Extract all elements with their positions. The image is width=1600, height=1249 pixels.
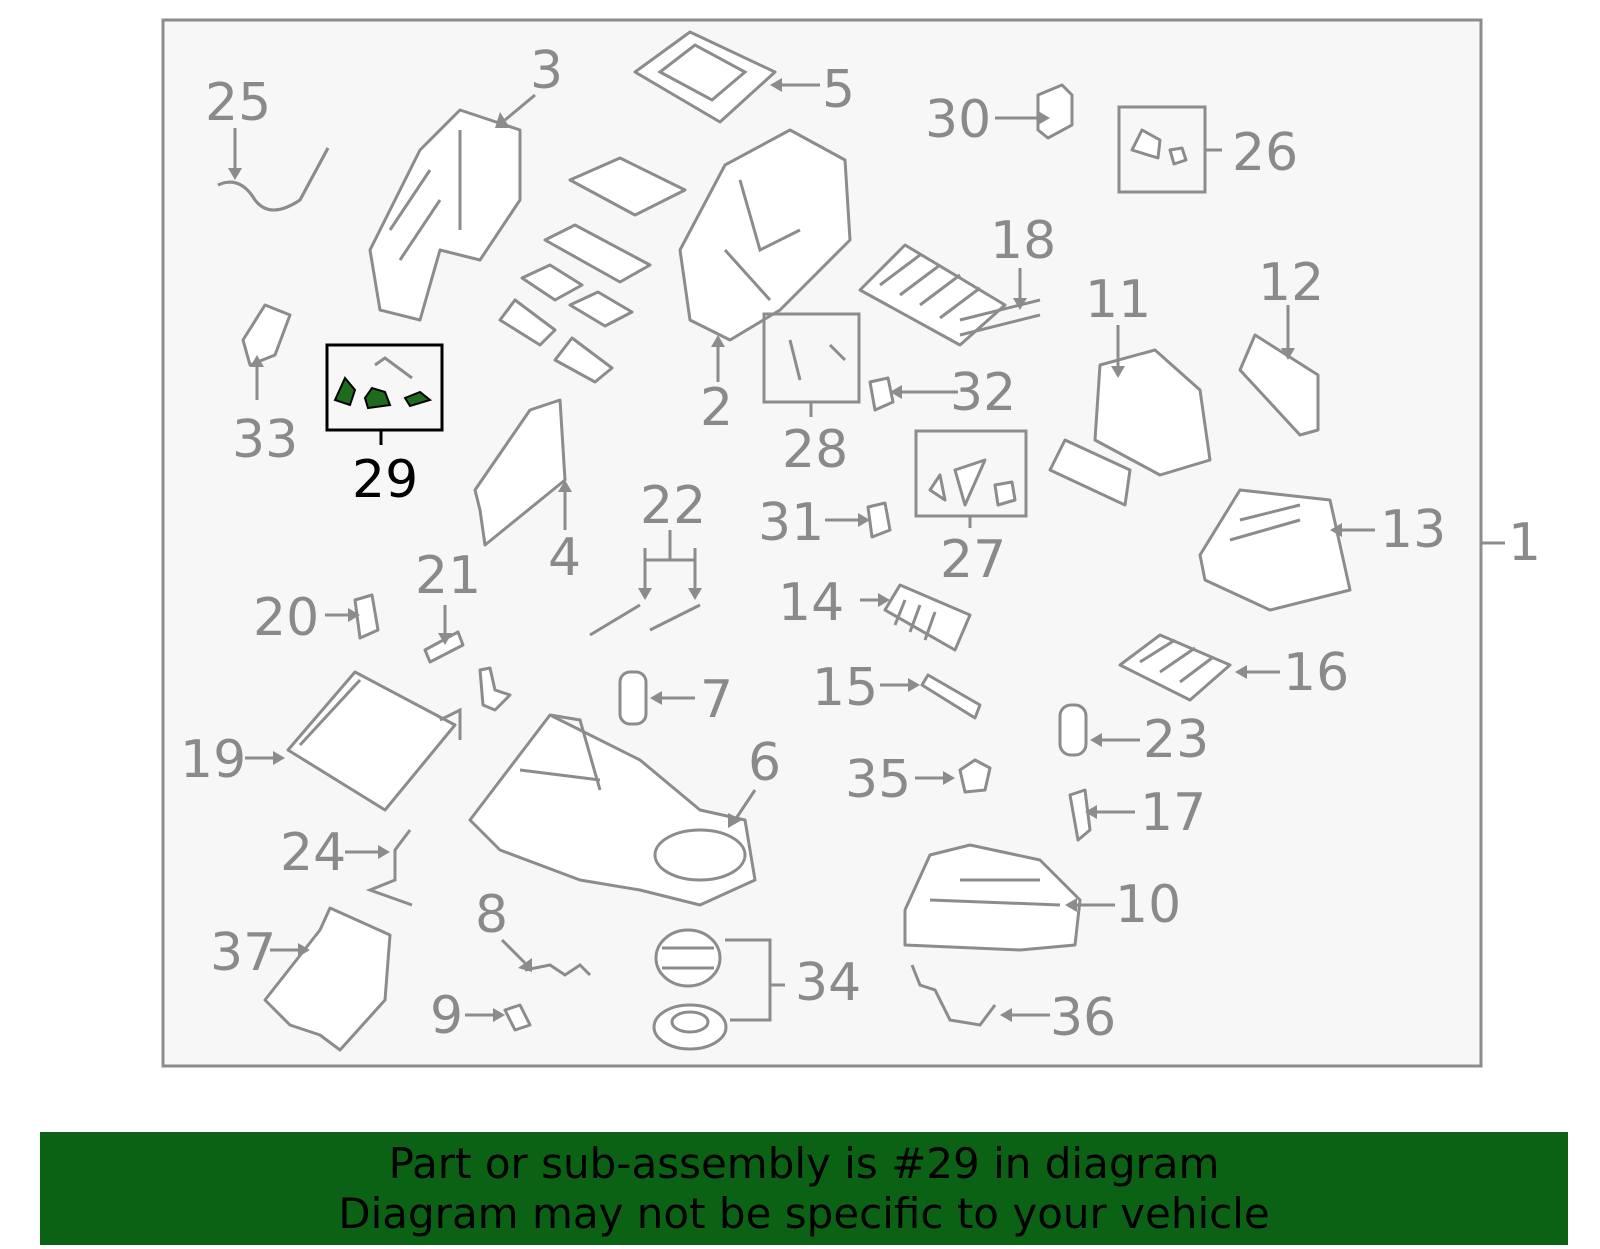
part-35-clip[interactable] xyxy=(958,758,992,794)
part-30-actuator[interactable] xyxy=(1036,83,1074,140)
part-8-link[interactable] xyxy=(524,963,592,977)
part-37-duct[interactable] xyxy=(263,906,392,1052)
part-22-bolt-a[interactable] xyxy=(589,603,641,637)
part-10-case[interactable] xyxy=(903,843,1082,952)
part-36-harness[interactable] xyxy=(910,964,997,1027)
part-29-piece-a[interactable] xyxy=(333,376,357,407)
part-31-actuator[interactable] xyxy=(866,501,892,539)
part-bracket[interactable] xyxy=(478,666,512,712)
part-filter-plate-a[interactable] xyxy=(568,156,687,217)
banner-line-2: Diagram may not be specific to your vehi… xyxy=(338,1188,1270,1238)
part-7-seal[interactable] xyxy=(618,670,648,726)
part-3-duct[interactable] xyxy=(368,108,522,322)
part-wedge-a[interactable] xyxy=(498,298,557,347)
part-23-seal[interactable] xyxy=(1058,703,1088,757)
part-33-vent[interactable] xyxy=(241,303,292,367)
banner-line-1: Part or sub-assembly is #29 in diagram xyxy=(388,1138,1220,1188)
part-9-clip[interactable] xyxy=(503,1003,532,1032)
part-29-box[interactable] xyxy=(325,343,444,432)
part-14-resistor[interactable] xyxy=(883,583,972,652)
part-17-bracket[interactable] xyxy=(1068,788,1092,842)
part-29-piece-c[interactable] xyxy=(403,390,433,408)
part-15-seal-strip[interactable] xyxy=(920,673,982,720)
part-5-filter[interactable] xyxy=(633,30,777,124)
part-12-filter[interactable] xyxy=(1238,333,1320,437)
part-13-blower-case[interactable] xyxy=(1198,488,1352,612)
leader-arrows xyxy=(228,78,1375,1022)
part-22-bolt-b[interactable] xyxy=(649,603,701,632)
part-16-filter[interactable] xyxy=(1118,633,1232,702)
part-wedge-b[interactable] xyxy=(553,336,614,384)
part-32-actuator[interactable] xyxy=(868,376,895,412)
part-29-piece-b[interactable] xyxy=(363,386,392,410)
part-filter-plate-c[interactable] xyxy=(520,263,584,302)
part-20-sensor[interactable] xyxy=(353,593,380,640)
part-24-harness[interactable] xyxy=(365,829,413,907)
info-banner: Part or sub-assembly is #29 in diagram D… xyxy=(40,1132,1568,1245)
part-11-seal[interactable] xyxy=(1048,438,1132,507)
part-19-evaporator[interactable] xyxy=(286,670,457,812)
part-filter-plate-d[interactable] xyxy=(568,290,634,328)
part-2-housing[interactable] xyxy=(678,128,852,342)
part-11-case[interactable] xyxy=(1093,348,1212,477)
part-34-fan[interactable] xyxy=(654,928,722,988)
part-filter-plate-b[interactable] xyxy=(543,223,652,284)
